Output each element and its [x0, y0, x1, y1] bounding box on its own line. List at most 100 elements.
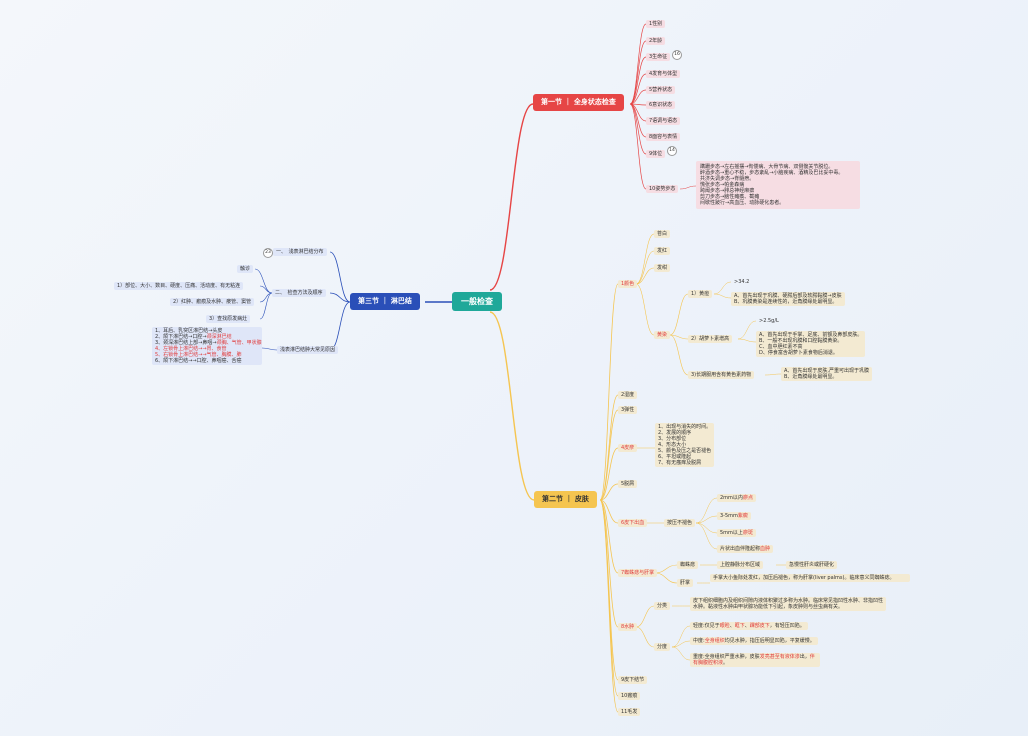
rash-line: 7、有无瘙痒及脱屑 [658, 460, 702, 466]
spider-node[interactable]: 7蜘蛛痣与肝掌 [618, 569, 658, 577]
cause-line: 1、耳后、乳突区淋巴结→头皮 [155, 328, 223, 334]
edema-node[interactable]: 8水肿 [618, 623, 638, 631]
connector [695, 515, 718, 524]
section-1-node[interactable]: 第一节 ｜ 全身状态检查 [533, 94, 624, 111]
hemorrhage-item[interactable]: 2mm以内瘀点 [717, 494, 756, 502]
edema-class-label[interactable]: 分类 [654, 602, 671, 610]
color-node[interactable]: 1颜色 [618, 280, 638, 288]
connector [635, 267, 655, 285]
connector [695, 522, 718, 534]
section-1-item[interactable]: 1性别 [646, 20, 666, 28]
connector [259, 292, 273, 320]
connector [695, 497, 718, 524]
section-3-node[interactable]: 第三节 ｜ 淋巴结 [350, 293, 420, 310]
section-1-item[interactable]: 6意识状态 [646, 101, 676, 109]
root-node[interactable]: 一般检查 [452, 292, 502, 311]
color-item[interactable]: 苍白 [654, 230, 671, 238]
connector [713, 281, 732, 295]
hemorrhage-item[interactable]: 3-5mm紫癜 [717, 512, 751, 520]
gait-line: 剪刀步态→脑性瘫痪、截瘫 [700, 194, 760, 200]
carotene-line: C、血中胆红素不高 [759, 344, 803, 350]
palm-desc: 手掌大小鱼际处发红，加压后褪色，称为肝掌(liver palms)。临床意义同蜘… [710, 574, 910, 582]
section-1-item[interactable]: 7语调与语态 [646, 117, 681, 125]
desquamation-node[interactable]: 5脱屑 [618, 480, 638, 488]
connector [635, 250, 655, 285]
scar-node[interactable]: 10瘢痕 [618, 692, 641, 700]
method-node[interactable]: 二、 检查方法及顺序 [272, 289, 326, 297]
text-segment: 踝部皮下 [749, 623, 770, 629]
connector [329, 301, 351, 351]
hemorrhage-sub[interactable]: 按压不褪色 [664, 519, 696, 527]
method-item[interactable]: 1）部位、大小、数目、硬度、压痛、活动度、有无粘连 [114, 282, 244, 290]
cause-line: 3、颈深淋巴结上部→鼻咽→颈胸、气管、甲状腺 [155, 340, 262, 346]
connector [669, 293, 689, 336]
connector [489, 103, 534, 291]
connector [599, 447, 619, 501]
connector [629, 23, 647, 105]
drug-node[interactable]: 3)长期服用含有黄色素药物 [688, 371, 755, 379]
section-1-item[interactable]: 5营养状态 [646, 86, 676, 94]
connector [635, 283, 655, 336]
jaundice-node[interactable]: 黄染 [654, 331, 671, 339]
color-item[interactable]: 发红 [654, 247, 671, 255]
carotene-line: D、停食富含胡萝卜素食物后消退。 [759, 350, 838, 356]
hair-node[interactable]: 11毛发 [618, 708, 641, 716]
palpation-node[interactable]: 触诊 [237, 265, 254, 273]
connector [737, 338, 757, 343]
connector [629, 56, 647, 105]
section-1-item[interactable]: 3生命征 [646, 53, 671, 61]
section-1-item[interactable]: 10姿势步态 [646, 185, 679, 193]
method-item[interactable]: 2）红肿、瘢痕及水肿、瘘管、窦管 [170, 298, 255, 306]
section-1-item[interactable]: 9体位 [646, 150, 666, 158]
moisture-node[interactable]: 2湿度 [618, 391, 638, 399]
connector [737, 320, 757, 340]
connector [629, 103, 647, 190]
connector [695, 522, 718, 550]
palm-sub[interactable]: 肝掌 [677, 579, 694, 587]
hemorrhage-item[interactable]: 5mm以上瘀斑 [717, 529, 756, 537]
text-segment: 。 [723, 660, 729, 666]
connector [599, 409, 619, 501]
text-segment: 中度: [693, 638, 705, 644]
nodule-node[interactable]: 9皮下结节 [618, 676, 648, 684]
distribution-node[interactable]: 一、 浅表淋巴结分布 [273, 248, 327, 256]
connector [599, 499, 619, 713]
spider-sub[interactable]: 蜘蛛痣 [677, 561, 699, 569]
connector [654, 572, 678, 584]
hemorrhage-item[interactable]: 片状出血伴隆起称血肿 [717, 545, 774, 553]
connector [635, 626, 655, 648]
text-segment: 眶下 [734, 623, 745, 629]
cause-line: 5、右锁骨上淋巴结→→气管、胸膜、肺 [155, 352, 242, 358]
color-item[interactable]: 发绀 [654, 264, 671, 272]
rash-line: 6、平坦或隆起 [658, 454, 692, 460]
connector [259, 285, 273, 294]
edema-grade-label[interactable]: 分度 [654, 643, 671, 651]
text-segment: 、 [729, 623, 735, 629]
section-1-item[interactable]: 8面容与表情 [646, 133, 681, 141]
section-1-item[interactable]: 2年龄 [646, 37, 666, 45]
section-2-node[interactable]: 第二节 ｜ 皮肤 [534, 491, 597, 508]
elasticity-node[interactable]: 3弹性 [618, 406, 638, 414]
method-item[interactable]: 3）查找原发病灶 [206, 315, 251, 323]
carotene-line: A、首先出现于手掌、足底、前额及鼻部皮肤。 [759, 332, 863, 338]
distribution-count-badge: 23 [263, 248, 273, 258]
text-segment: 全身组织 [704, 638, 725, 644]
carotene-node[interactable]: 2）胡萝卜素增高 [688, 335, 733, 343]
rash-node[interactable]: 4皮疹 [618, 444, 638, 452]
cause-line: 2、颌下淋巴结→口腔→颈深淋巴结 [155, 334, 232, 340]
connector [629, 73, 647, 105]
connector [254, 268, 273, 294]
hemorrhage-node[interactable]: 6皮下出血 [618, 519, 648, 527]
cause-node[interactable]: 浅表淋巴结肿大常见原因 [277, 346, 339, 354]
connector [635, 605, 655, 628]
spider-desc: 上腔静脉分布区域 [717, 561, 764, 569]
section-1-item[interactable]: 4发育与体型 [646, 70, 681, 78]
connector [599, 483, 619, 501]
connector [669, 334, 689, 376]
bilirubin-node[interactable]: 1）黄疸 [688, 290, 713, 298]
posture-count-badge: 14 [667, 146, 677, 156]
rash-line: 3、分布部位 [658, 436, 687, 442]
